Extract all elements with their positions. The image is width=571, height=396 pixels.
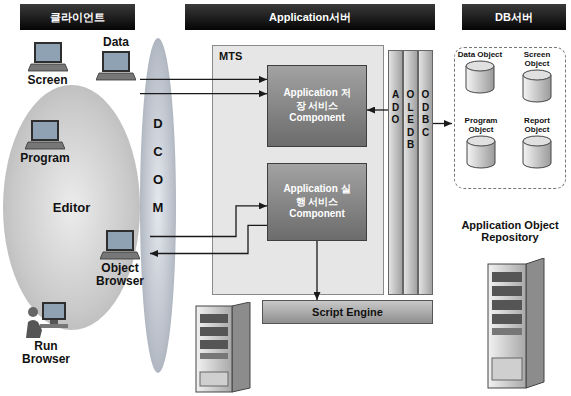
icon-holder bbox=[463, 60, 497, 94]
node-label: Application 실행 서비스 Component bbox=[281, 183, 353, 221]
node-label: OLE DB bbox=[406, 89, 416, 152]
server-front bbox=[196, 306, 232, 392]
connector-arrow bbox=[140, 93, 267, 94]
client-laptop: Data bbox=[92, 36, 140, 98]
drive-bay bbox=[492, 272, 522, 282]
connector-arrow bbox=[150, 225, 267, 253]
node-label: Script Engine bbox=[312, 306, 383, 318]
icon-holder bbox=[520, 69, 554, 103]
database-cylinder bbox=[520, 69, 554, 103]
object-store: Data Object bbox=[457, 51, 503, 113]
editor-ellipse: Editor bbox=[3, 85, 140, 330]
client-laptop: Screen bbox=[10, 40, 85, 102]
database-cylinder bbox=[463, 60, 497, 94]
node-label: Application서버 bbox=[269, 10, 351, 25]
server-side bbox=[232, 302, 250, 392]
node-label: Application 저장 서비스 Component bbox=[281, 87, 353, 125]
icon-holder bbox=[100, 228, 140, 262]
database-cylinder bbox=[520, 135, 554, 169]
drive-bay bbox=[200, 327, 228, 336]
object-store: Program Object bbox=[457, 117, 505, 179]
node-label: Report Object bbox=[513, 117, 561, 135]
node-label: Screen Object bbox=[513, 51, 561, 69]
node-label: Program Object bbox=[457, 117, 505, 135]
icon-holder bbox=[520, 135, 554, 169]
node-label: Application Object Repository bbox=[452, 219, 568, 244]
connector-arrow bbox=[367, 109, 388, 110]
node-label: Editor bbox=[53, 200, 91, 215]
drive-bay bbox=[200, 340, 228, 349]
repository-group: Application Object Repository Data Object… bbox=[452, 45, 568, 250]
interface-bar: ODBC bbox=[418, 50, 433, 295]
drive-bay bbox=[200, 314, 228, 323]
component-box: Application 실행 서비스 Component bbox=[267, 163, 367, 241]
node-label: Object Browser bbox=[90, 262, 150, 288]
script-engine-bar: Script Engine bbox=[262, 300, 433, 324]
workstation-icon bbox=[24, 300, 68, 340]
server-base bbox=[200, 372, 228, 386]
node-label: Screen bbox=[27, 74, 67, 87]
laptop-icon bbox=[100, 228, 140, 262]
section-header: DB서버 bbox=[462, 4, 566, 30]
connector-arrow bbox=[433, 123, 452, 124]
node-label: DB서버 bbox=[495, 10, 533, 25]
drive-bay bbox=[200, 353, 228, 359]
drive-bay bbox=[492, 300, 522, 310]
dcom-ellipse: DCOM bbox=[140, 38, 176, 373]
database-cylinder bbox=[464, 135, 498, 169]
laptop-icon bbox=[28, 40, 68, 74]
interface-bar: OLE DB bbox=[403, 50, 418, 295]
server-front bbox=[488, 264, 526, 388]
object-store: Screen Object bbox=[513, 51, 561, 113]
node-label: Data bbox=[103, 36, 129, 49]
icon-holder bbox=[25, 118, 65, 152]
client-workstation: Run Browser bbox=[12, 300, 80, 392]
icon-holder bbox=[28, 40, 68, 74]
server-base bbox=[492, 358, 522, 380]
node-label: Data Object bbox=[458, 51, 502, 60]
node-label: MTS bbox=[219, 50, 377, 62]
connector-arrow bbox=[316, 241, 317, 300]
laptop-icon bbox=[25, 118, 65, 152]
node-label: ODBC bbox=[421, 89, 431, 139]
section-header: Application서버 bbox=[185, 4, 435, 30]
interface-bar: ADO bbox=[388, 50, 403, 295]
node-label: 클라이언트 bbox=[50, 10, 105, 25]
node-label: Run Browser bbox=[12, 340, 80, 366]
client-laptop: Program bbox=[5, 118, 85, 180]
icon-holder bbox=[464, 135, 498, 169]
connector-arrow bbox=[140, 79, 267, 80]
node-label: ADO bbox=[391, 89, 401, 127]
component-box: Application 저장 서비스 Component bbox=[267, 65, 367, 147]
drive-bay bbox=[492, 286, 522, 296]
node-label: DCOM bbox=[152, 110, 165, 222]
application-server-illustration bbox=[192, 302, 256, 394]
mts-box: MTS Application 저장 서비스 ComponentApplicati… bbox=[212, 45, 384, 295]
server-side bbox=[526, 258, 544, 388]
section-header: 클라이언트 bbox=[20, 4, 135, 30]
laptop-icon bbox=[96, 49, 136, 83]
drive-bay bbox=[492, 314, 522, 324]
object-store: Report Object bbox=[513, 117, 561, 179]
db-server-illustration bbox=[484, 258, 548, 390]
connector-arrow bbox=[150, 206, 267, 237]
icon-holder bbox=[24, 300, 68, 340]
icon-holder bbox=[96, 49, 136, 83]
node-label: Program bbox=[20, 152, 69, 165]
drive-bay bbox=[492, 328, 522, 335]
